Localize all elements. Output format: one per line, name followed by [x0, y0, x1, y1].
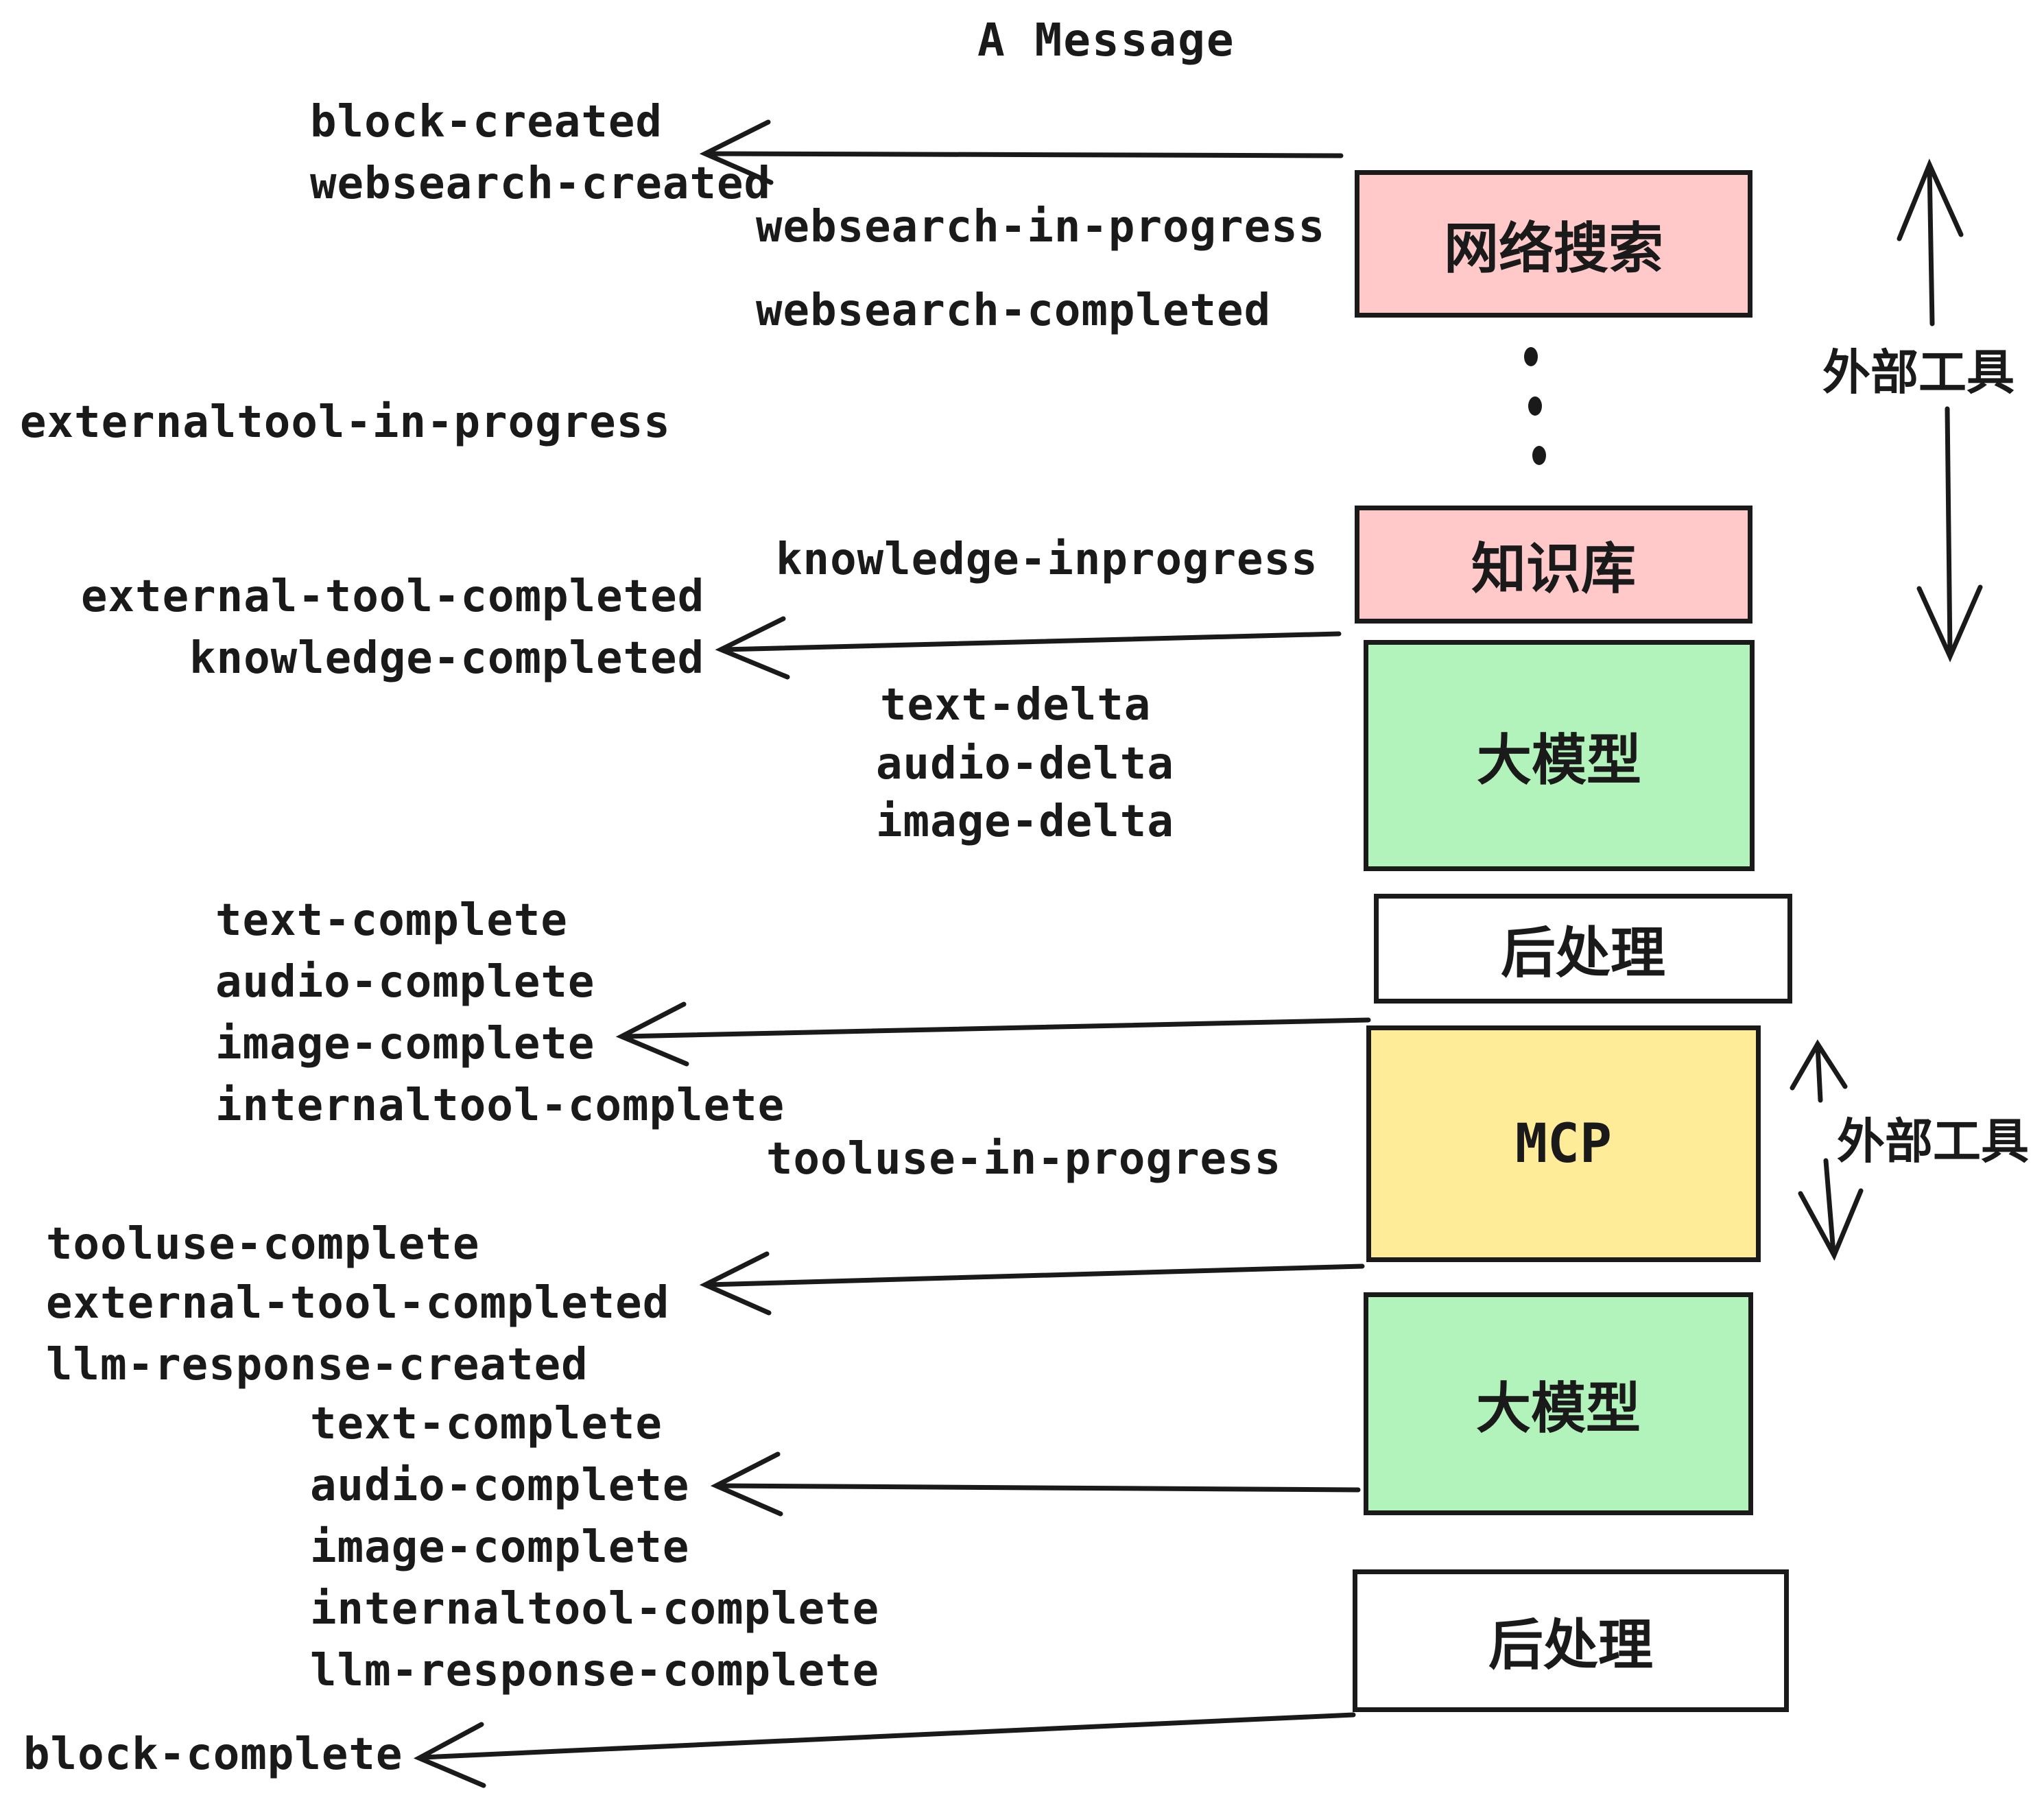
ellipsis-dots — [1524, 347, 1546, 465]
event-label-internaltool-complete: internaltool-complete — [215, 1080, 785, 1131]
box-llm-bottom-label: 大模型 — [1476, 1377, 1641, 1439]
event-label-knowledge-completed: knowledge-completed — [189, 633, 705, 684]
box-postprocess-bottom: 后处理 — [1353, 1569, 1789, 1712]
event-label-llm-response-complete: llm-response-complete — [310, 1646, 880, 1696]
event-label-text-delta: text-delta — [880, 680, 1152, 731]
event-label-image-complete-2: image-complete — [310, 1522, 690, 1573]
page-title: A Message — [977, 14, 1235, 67]
arrow-mcp-to-external-tool-completed — [699, 1251, 1365, 1316]
box-llm-bottom: 大模型 — [1364, 1292, 1753, 1515]
arrow-llm-to-audio-complete — [710, 1451, 1361, 1517]
event-label-internaltool-complete-2: internaltool-complete — [310, 1584, 880, 1635]
event-label-audio-complete: audio-complete — [215, 957, 595, 1008]
box-postprocess-bottom-label: 后处理 — [1488, 1615, 1653, 1676]
box-mcp: MCP — [1366, 1025, 1761, 1262]
event-label-websearch-created: websearch-created — [310, 158, 772, 209]
event-label-audio-delta: audio-delta — [876, 739, 1174, 790]
arrow-knowledge-to-completed — [715, 616, 1342, 680]
arrow-external-tools-top-up — [1897, 158, 1964, 327]
box-postprocess-top-label: 后处理 — [1501, 923, 1665, 984]
event-label-text-complete: text-complete — [215, 895, 568, 946]
arrow-postprocess-to-block-complete — [413, 1712, 1356, 1788]
event-label-image-complete: image-complete — [215, 1019, 595, 1069]
box-llm-top: 大模型 — [1364, 640, 1755, 871]
box-mcp-label: MCP — [1515, 1113, 1612, 1175]
arrow-websearch-to-created — [699, 119, 1344, 185]
external-tools-bottom-label: 外部工具 — [1837, 1115, 2029, 1168]
event-label-websearch-completed: websearch-completed — [756, 285, 1272, 336]
box-knowledge: 知识库 — [1355, 506, 1752, 624]
event-label-audio-complete-2: audio-complete — [310, 1460, 690, 1511]
box-postprocess-top: 后处理 — [1374, 894, 1792, 1004]
event-label-llm-response-created: llm-response-created — [46, 1340, 589, 1390]
box-websearch-label: 网络搜索 — [1444, 217, 1663, 279]
event-label-text-complete-2: text-complete — [310, 1399, 663, 1449]
event-label-block-complete: block-complete — [23, 1729, 403, 1780]
arrow-postprocess-to-image-complete — [615, 1001, 1371, 1067]
event-label-externaltool-in-progress: externaltool-in-progress — [20, 397, 671, 448]
box-knowledge-label: 知识库 — [1471, 538, 1636, 600]
box-websearch: 网络搜索 — [1355, 170, 1752, 318]
event-label-external-tool-completed-2: external-tool-completed — [46, 1278, 670, 1329]
external-tools-top-label: 外部工具 — [1822, 346, 2015, 399]
event-label-websearch-in-progress: websearch-in-progress — [756, 202, 1326, 252]
arrow-external-tools-top-down — [1916, 406, 1983, 663]
arrow-external-tools-mcp-up — [1790, 1039, 1848, 1103]
event-label-external-tool-completed: external-tool-completed — [81, 571, 705, 622]
event-label-tooluse-in-progress: tooluse-in-progress — [766, 1134, 1282, 1185]
event-label-block-created: block-created — [310, 97, 663, 147]
event-label-knowledge-inprogress: knowledge-inprogress — [776, 534, 1318, 585]
box-llm-top-label: 大模型 — [1477, 729, 1641, 791]
event-label-tooluse-complete: tooluse-complete — [46, 1219, 480, 1270]
event-label-image-delta: image-delta — [876, 796, 1174, 847]
arrow-external-tools-mcp-down — [1798, 1158, 1864, 1261]
